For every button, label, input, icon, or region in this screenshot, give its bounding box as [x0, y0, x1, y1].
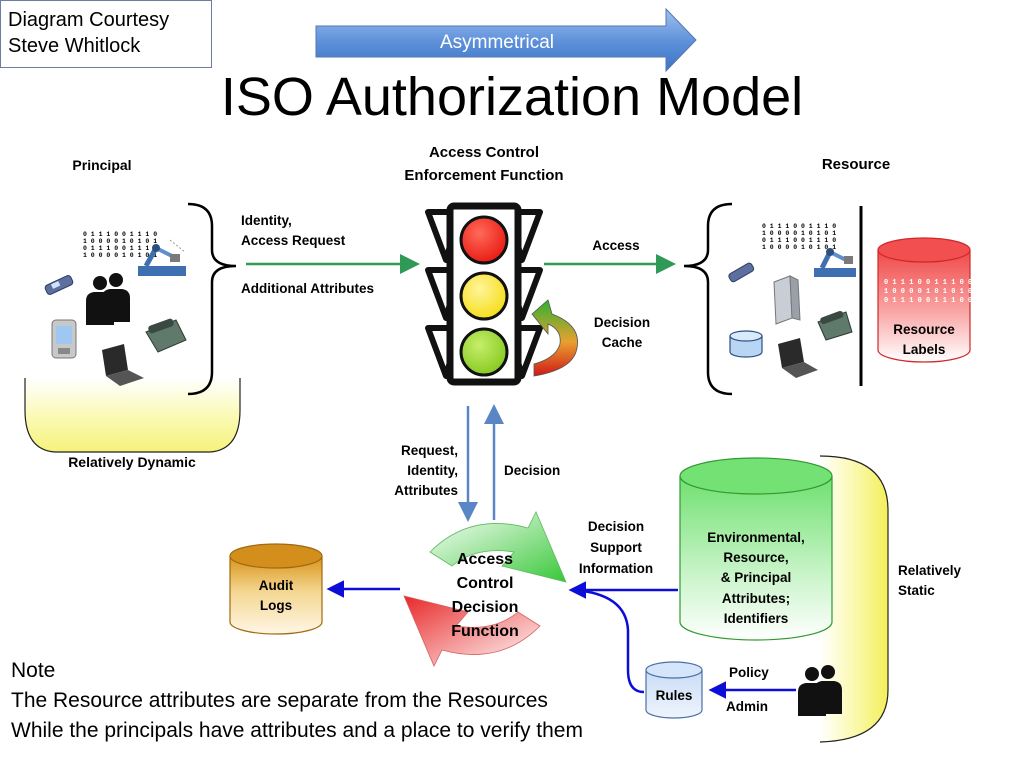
- svg-text:1 0 0 0 0 1 0 1 0 1: 1 0 0 0 0 1 0 1 0 1: [83, 252, 157, 259]
- dsi-line-1: Decision: [587, 519, 645, 534]
- traffic-light-icon: [425, 202, 543, 386]
- acdf-line-4: Function: [451, 623, 519, 640]
- static-line-1: Relatively: [898, 563, 962, 578]
- credit-line-1: Diagram Courtesy: [8, 9, 170, 31]
- svg-text:0 1 1 1 0 0 1 1 1 0: 0 1 1 1 0 0 1 1 1 0: [83, 231, 157, 238]
- resource-mobile-phone-icon: [728, 262, 755, 283]
- database-icon: [729, 330, 763, 358]
- green-lamp: [459, 327, 509, 377]
- audit-logs-database: [229, 543, 323, 635]
- policy-label: Policy: [729, 665, 769, 680]
- note-line-1: The Resource attributes are separate fro…: [11, 689, 548, 712]
- decision-function-cycle-icon: [403, 511, 567, 667]
- principal-heading: Principal: [72, 157, 132, 173]
- attributes-down-label: Attributes: [394, 483, 458, 498]
- svg-text:1 0 0 0 0 1 0 1 0 1: 1 0 0 0 0 1 0 1 0 1: [83, 238, 157, 245]
- cache-line-1: Decision: [593, 315, 651, 330]
- page-title: ISO Authorization Model: [220, 67, 804, 127]
- environmental-attributes-database: [679, 457, 833, 641]
- resource-labels-line-1: Resource: [893, 322, 955, 337]
- asymmetrical-banner-arrow: [315, 7, 697, 73]
- identity-down-label: Identity,: [407, 463, 458, 478]
- svg-text:0 1 1 1 0 0 1 1 1 0 0 0 0 0 1: 0 1 1 1 0 0 1 1 1 0 0 0 0 0 1 0 1 0 1: [884, 279, 1024, 287]
- people-icon: [86, 273, 130, 325]
- relatively-dynamic-region: [24, 378, 241, 453]
- dsi-line-2: Support: [590, 540, 642, 555]
- cache-line-2: Cache: [601, 335, 643, 350]
- red-lamp: [459, 215, 509, 265]
- svg-text:0 1 1 1 0 0 1 1 1 0 0 0 0 0 1: 0 1 1 1 0 0 1 1 1 0 0 0 0 0 1 0 1 0 1: [884, 297, 1024, 305]
- svg-text:1 0 0 0 0 1 0 1 0 1 0 1 0 1 0: 1 0 0 0 0 1 0 1 0 1 0 1 0 1 0 0 1 0 1: [884, 288, 1024, 296]
- admin-label: Admin: [726, 699, 768, 714]
- note-block: Note The Resource attributes are separat…: [11, 656, 583, 746]
- resource-bracket: [683, 202, 733, 396]
- credit-box: Diagram Courtesy Steve Whitlock: [0, 0, 212, 68]
- mobile-phone-icon: [44, 275, 74, 295]
- env-line-5: Identifiers: [723, 611, 789, 626]
- static-line-2: Static: [898, 583, 935, 598]
- acef-line-1: Access Control: [428, 144, 540, 161]
- rules-label: Rules: [655, 688, 693, 703]
- acdf-line-2: Control: [456, 575, 514, 592]
- resource-labels-binary: 0 1 1 1 0 0 1 1 1 0 0 0 0 0 1 0 1 0 1 1 …: [884, 279, 1024, 305]
- additional-attributes-label: Additional Attributes: [241, 281, 374, 296]
- resource-laptop-icon: [778, 338, 818, 378]
- acdf-line-1: Access: [456, 551, 514, 568]
- resource-labels-database: [877, 237, 971, 363]
- principal-binary-icon: 0 1 1 1 0 0 1 1 1 0 1 0 0 0 0 1 0 1 0 1 …: [83, 231, 157, 259]
- acef-line-2: Enforcement Function: [404, 167, 564, 184]
- resource-desk-phone-icon: [817, 310, 853, 341]
- decision-cache-arrow: [531, 299, 578, 377]
- resource-binary-icon: 0 1 1 1 0 0 1 1 1 0 1 0 0 0 0 1 0 1 0 1 …: [762, 223, 836, 251]
- resource-heading: Resource: [821, 156, 891, 173]
- server-icon: [773, 275, 801, 325]
- env-line-3: & Principal: [720, 570, 792, 585]
- laptop-icon: [102, 344, 144, 386]
- access-label: Access: [592, 238, 640, 253]
- env-line-4: Attributes;: [721, 591, 791, 606]
- resource-robot-arm-icon: [814, 248, 856, 277]
- robot-arm-icon: [138, 239, 186, 276]
- desk-phone-icon: [145, 318, 187, 353]
- rules-database: [645, 661, 703, 719]
- note-heading: Note: [11, 659, 56, 682]
- principal-bracket: [187, 202, 237, 396]
- dsi-line-3: Information: [578, 561, 654, 576]
- credit-line-2: Steve Whitlock: [8, 35, 141, 57]
- svg-text:0 1 1 1 0 0 1 1 1 0: 0 1 1 1 0 0 1 1 1 0: [83, 245, 157, 252]
- acdf-line-3: Decision: [451, 599, 519, 616]
- request-label: Request,: [400, 443, 458, 458]
- pda-icon: [51, 319, 77, 359]
- relatively-static-region: [819, 455, 889, 743]
- svg-text:1 0 0 0 0 1 0 1 0 1: 1 0 0 0 0 1 0 1 0 1: [762, 244, 836, 251]
- audit-line-1: Audit: [258, 578, 294, 593]
- banner-label: Asymmetrical: [439, 32, 554, 53]
- svg-text:0 1 1 1 0 0 1 1 1 0: 0 1 1 1 0 0 1 1 1 0: [762, 237, 836, 244]
- rules-to-acdf-curve: [573, 588, 645, 694]
- svg-text:0 1 1 1 0 0 1 1 1 0: 0 1 1 1 0 0 1 1 1 0: [762, 223, 836, 230]
- access-request-label: Access Request: [241, 233, 346, 248]
- yellow-lamp: [459, 271, 509, 321]
- identity-label: Identity,: [241, 213, 292, 228]
- note-line-2: While the principals have attributes and…: [11, 719, 583, 742]
- env-line-1: Environmental,: [707, 530, 805, 545]
- svg-text:1 0 0 0 0 1 0 1 0 1: 1 0 0 0 0 1 0 1 0 1: [762, 230, 836, 237]
- audit-line-2: Logs: [259, 598, 293, 613]
- resource-labels-line-2: Labels: [902, 342, 946, 357]
- env-line-2: Resource,: [723, 550, 789, 565]
- decision-up-label: Decision: [504, 463, 561, 478]
- relatively-dynamic-caption: Relatively Dynamic: [68, 454, 196, 470]
